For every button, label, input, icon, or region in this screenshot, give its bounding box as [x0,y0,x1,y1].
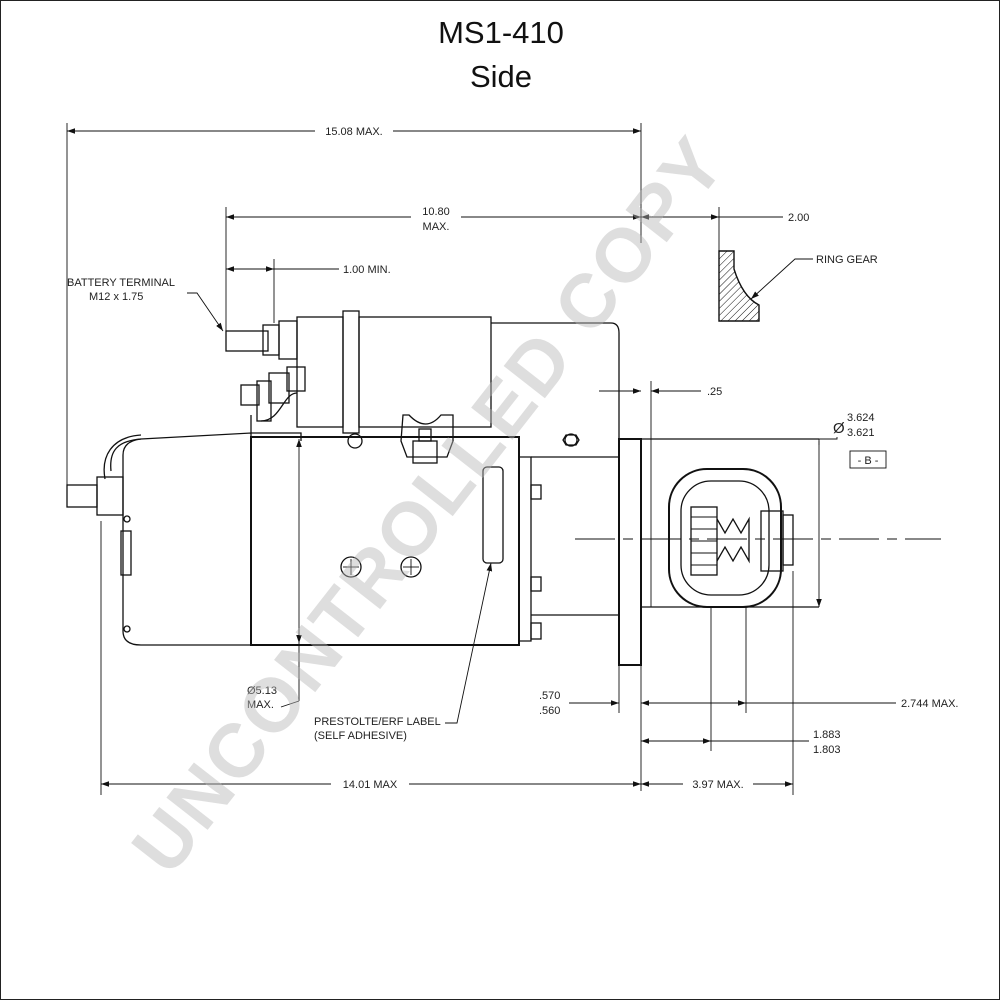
dim-flange-thk-min: .560 [539,705,560,717]
dim-ring-gear-offset-text: 2.00 [788,212,809,224]
solenoid [225,310,620,453]
dim-body-dia-text-1: Ø5.13 [247,685,277,697]
dim-overall-length-text: 15.08 MAX. [325,126,382,138]
ring-gear-section: RING GEAR [718,250,878,322]
dim-flange-thk-max: .570 [539,690,560,702]
dim-ring-gear-offset: 2.00 [641,207,809,251]
drawing-title: MS1-410 [438,15,564,50]
dim-pinion-position: 1.883 1.803 [641,607,841,756]
dim-pilot-dia-min: 3.621 [847,427,875,439]
motor-body [250,436,542,646]
ring-gear-label: RING GEAR [816,254,878,266]
dim-pinion-pos-min: 1.803 [813,744,841,756]
end-cap [66,432,252,646]
dim-flange-gap-text: .25 [707,386,722,398]
diameter-symbol-icon: Ø [833,420,845,437]
dim-pilot-dia-max: 3.624 [847,412,875,424]
dim-solenoid-length: 10.80 MAX. [225,206,641,331]
dim-body-diameter: Ø5.13 MAX. [247,439,302,711]
drive-housing [531,438,819,666]
dim-flange-gap: .25 [599,381,722,607]
drawing-subtitle: Side [469,59,533,94]
dim-pinion-extension-text: 2.744 MAX. [901,698,958,710]
datum-b: - B - [858,455,879,467]
dim-solenoid-length-text-2: MAX. [423,221,450,233]
dim-pinion-pos-max: 1.883 [813,729,841,741]
dim-body-length-text: 14.01 MAX [343,779,398,791]
dim-flange-thickness: .570 .560 [539,665,653,791]
label-note-1: PRESTOLTE/ERF LABEL [314,716,441,728]
label-callout: PRESTOLTE/ERF LABEL (SELF ADHESIVE) [314,562,493,742]
dim-overall-length: 15.08 MAX. [66,123,642,489]
dim-terminal-min-text: 1.00 MIN. [343,264,391,276]
label-note-2: (SELF ADHESIVE) [314,730,407,742]
dim-pilot-diameter: Ø 3.624 3.621 - B - [816,412,887,607]
mounting-bracket [400,414,454,464]
dim-nose-length-text: 3.97 MAX. [692,779,743,791]
battery-terminal-label-2: M12 x 1.75 [89,291,143,303]
battery-terminal-callout: BATTERY TERMINAL M12 x 1.75 [67,277,224,332]
through-bolt-icon [400,556,422,578]
dim-nose-length: 3.97 MAX. [641,571,794,795]
dim-body-length: 14.01 MAX [100,521,641,795]
battery-terminal-label-1: BATTERY TERMINAL [67,277,175,289]
dim-body-dia-text-2: MAX. [247,699,274,711]
dim-terminal-min: 1.00 MIN. [226,259,391,323]
dim-solenoid-length-text-1: 10.80 [422,206,450,218]
through-bolt-icon [340,556,362,578]
pinion-assembly [668,468,794,608]
dim-pinion-extension: 2.744 MAX. [641,607,958,713]
